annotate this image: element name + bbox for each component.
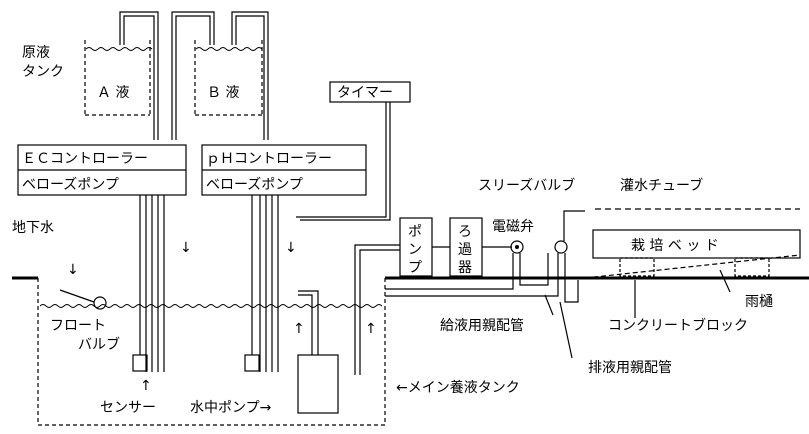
label-drain-pipe: 排液用親配管 — [588, 360, 672, 376]
ph-controller-unit — [201, 144, 367, 196]
stock-solution-tank — [84, 40, 263, 116]
ec-sensor — [132, 354, 148, 372]
label-timer: タイマー — [337, 85, 393, 101]
label-groundwater: 地下水 — [12, 220, 54, 236]
submersible-pump — [297, 354, 339, 414]
label-main-tank: ←メイン養液タンク — [396, 379, 520, 396]
stock-tubes — [119, 11, 269, 140]
label-irrigation-tube: 灌水チューブ — [620, 177, 703, 194]
label-supply-pipe: 給液用親配管 — [440, 318, 524, 334]
label-pump-3: プ — [408, 260, 422, 276]
arrow-sensor-up: ↑ — [140, 378, 152, 394]
concrete-blocks — [619, 257, 770, 277]
sleeve-valve — [385, 210, 585, 303]
controller-lines — [139, 195, 279, 372]
main-tank — [12, 276, 386, 426]
arrow-ph-down: ↓ — [285, 240, 297, 256]
ec-controller-unit — [17, 144, 187, 196]
timer-box — [296, 81, 411, 221]
arrow-ec-down: ↓ — [180, 240, 192, 256]
label-solenoid-valve: 電磁弁 — [492, 219, 534, 235]
label-concrete-block: コンクリートブロック — [608, 317, 748, 334]
ph-sensor — [244, 354, 260, 372]
label-filter-2: 過 — [458, 242, 472, 258]
label-ph-pump: ベローズポンプ — [206, 177, 303, 193]
arrow-suction-up: ↑ — [365, 321, 377, 337]
label-stock-tank-2: タンク — [22, 64, 64, 80]
label-filter-1: ろ — [458, 224, 472, 240]
label-ec-controller: ＥＣコントローラー — [22, 151, 148, 167]
label-rain-gutter: 雨樋 — [745, 294, 773, 310]
label-submersible-pump: 水中ポンプ→ — [190, 400, 272, 416]
label-sensor: センサー — [100, 400, 156, 416]
label-float-valve-1: フロート — [50, 318, 106, 334]
label-stock-tank-1: 原液 — [22, 45, 50, 61]
label-ph-controller: ｐＨコントローラー — [206, 151, 332, 167]
label-filter-3: 器 — [458, 260, 472, 276]
label-sleeve-valve: スリーズバルブ — [478, 177, 575, 194]
float-valve — [59, 289, 107, 310]
label-b-solution: Ｂ 液 — [207, 85, 239, 101]
solenoid-valve — [510, 240, 524, 254]
label-pump-2: ン — [408, 242, 422, 258]
label-ec-pump: ベローズポンプ — [22, 177, 119, 193]
label-cultivation-bed: 栽 培 ベ ッ ド — [631, 238, 719, 254]
cultivation-bed-box — [592, 229, 801, 259]
label-a-solution: Ａ 液 — [97, 85, 129, 101]
label-float-valve-2: バルブ — [78, 336, 120, 353]
arrow-pump-up: ↑ — [293, 321, 305, 337]
supply-main-pipe — [385, 253, 549, 290]
label-pump-1: ポ — [408, 224, 422, 240]
suction-pipe — [354, 244, 400, 375]
arrow-groundwater: ↓ — [67, 262, 79, 278]
rain-gutter-line — [584, 254, 801, 279]
